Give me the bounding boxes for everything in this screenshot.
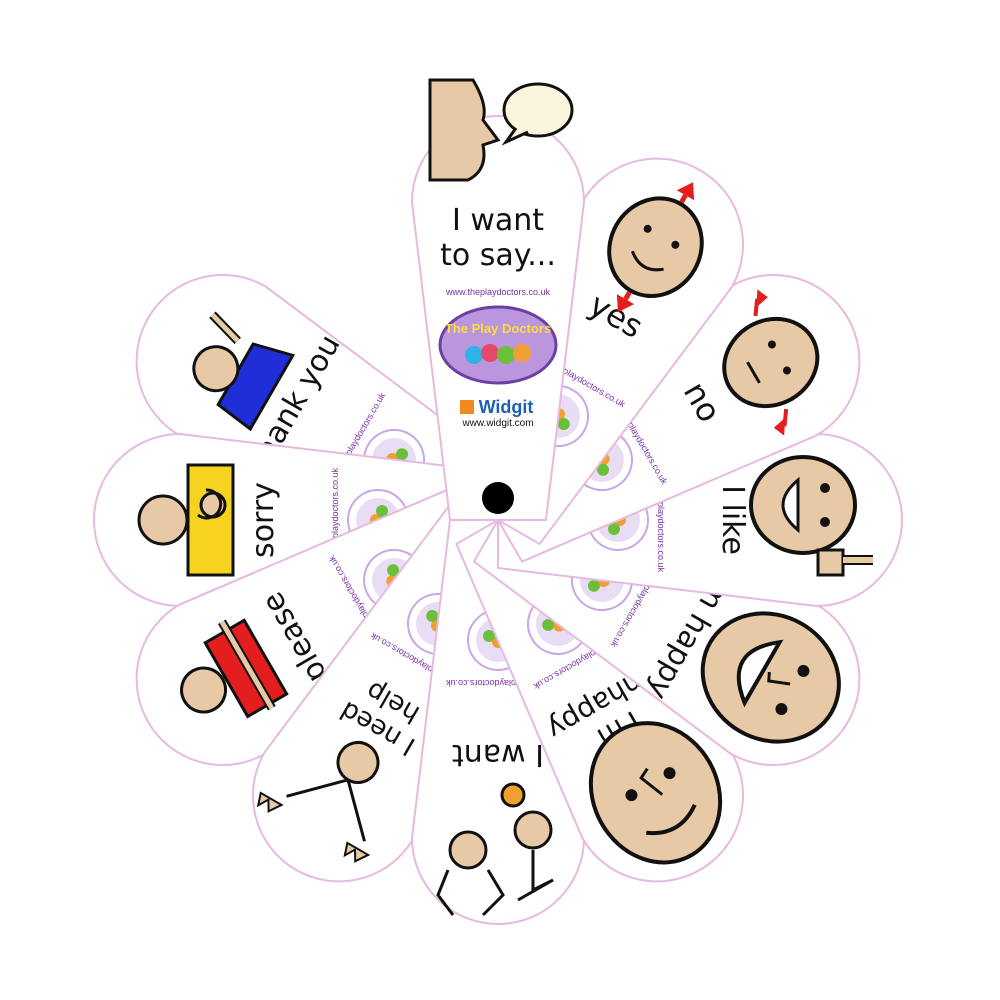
unhappy-face-icon bbox=[588, 721, 723, 865]
widgit-logo: Widgit www.widgit.com bbox=[460, 397, 534, 429]
help-symbol bbox=[256, 740, 380, 863]
sorry-symbol bbox=[137, 463, 235, 577]
speech-bubble-icon bbox=[501, 82, 574, 146]
play-doctors-logo: The Play Doctors bbox=[438, 305, 558, 385]
card-footer-url: www.theplaydoctors.co.uk bbox=[445, 678, 551, 688]
card-sorry[interactable]: www.theplaydoctors.co.uk sorry bbox=[93, 433, 499, 607]
no-face-icon bbox=[722, 289, 820, 436]
card-i-want-to-say[interactable]: I want to say... www.theplaydoctors.co.u… bbox=[411, 78, 585, 521]
top-card-label-line2: to say... bbox=[440, 238, 556, 273]
widgit-url: www.widgit.com bbox=[461, 418, 533, 429]
card-footer-url: www.theplaydoctors.co.uk bbox=[330, 467, 340, 573]
card-label-sorry: sorry bbox=[246, 482, 281, 558]
card-i-want[interactable]: www.theplaydoctors.co.uk I want bbox=[411, 519, 585, 925]
top-card-label-line1: I want bbox=[452, 203, 544, 238]
card-i-like[interactable]: www.theplaydoctors.co.uk I like bbox=[497, 433, 903, 607]
happy-face-icon bbox=[700, 611, 841, 744]
card-label-i-like: I like bbox=[715, 485, 750, 555]
play-doctors-logo-text: The Play Doctors bbox=[445, 321, 551, 336]
card-yes[interactable]: www.theplaydoctors.co.uk yes bbox=[422, 126, 776, 565]
card-label-i-want: I want bbox=[452, 737, 544, 772]
pivot-rivet bbox=[482, 482, 514, 514]
like-face-icon bbox=[749, 455, 873, 577]
widgit-brand: Widgit bbox=[479, 397, 534, 417]
want-symbol bbox=[436, 782, 554, 917]
thank-you-symbol bbox=[192, 311, 296, 432]
card-footer-url: www.theplaydoctors.co.uk bbox=[656, 467, 666, 573]
top-card-website: www.theplaydoctors.co.uk bbox=[445, 287, 551, 297]
please-symbol bbox=[180, 618, 289, 719]
card-thank-you[interactable]: www.theplaydoctors.co.uk thank you bbox=[104, 242, 543, 596]
speaking-face-icon bbox=[428, 78, 501, 182]
yes-face-icon bbox=[607, 182, 704, 313]
